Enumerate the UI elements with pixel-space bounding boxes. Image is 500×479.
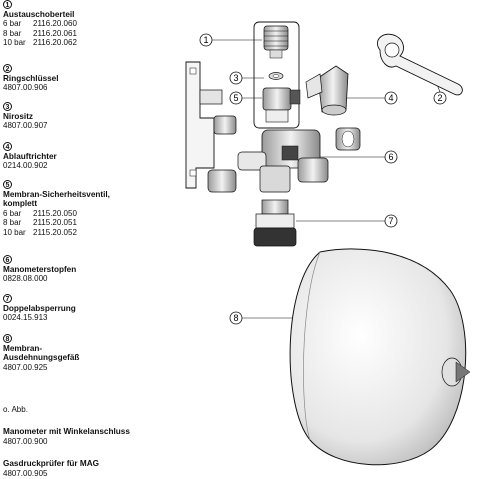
item-title: Ablauftrichter [3, 151, 57, 161]
pressure-label: 8 bar [3, 28, 22, 38]
callout-5: 5 [229, 91, 262, 105]
item-title: Ringschlüssel [3, 73, 59, 83]
double-shutoff-drawing [253, 199, 297, 247]
variant-row: 10 bar 2115.20.052 [3, 228, 173, 238]
callout-3: 3 [229, 71, 264, 85]
article-number: 2116.20.061 [33, 28, 77, 38]
legend-item-1: 1 Austauschoberteil 6 bar 2116.20.060 8 b… [3, 0, 173, 48]
item-title: Nirositz [3, 111, 34, 121]
legend-item-8: 8 Membran- Ausdehnungsgefäß 4807.00.925 [3, 334, 173, 372]
article-number: 4807.00.907 [3, 121, 48, 130]
pressure-label: 8 bar [3, 218, 22, 227]
exploded-parts-drawing: 1 2 3 4 5 6 7 8 [185, 21, 471, 466]
expansion-tank-drawing [289, 248, 471, 466]
extra-item-manometer: Manometer mit Winkelanschluss 4807.00.90… [3, 427, 173, 446]
legend-item-2: 2 Ringschlüssel 4807.00.906 [3, 64, 173, 93]
callout-number: 3 [233, 73, 238, 83]
article-number: 2115.20.052 [33, 227, 77, 237]
item-number-badge: 7 [3, 294, 12, 303]
item-title: Doppelabsperrung [3, 303, 76, 313]
item-number-badge: 2 [3, 64, 12, 73]
variant-row: 6 bar 2116.20.060 [3, 19, 173, 29]
legend-item-4: 4 Ablauftrichter 0214.00.902 [3, 142, 173, 171]
variant-row: 6 bar 2115.20.050 [3, 209, 173, 219]
ring-wrench-drawing [376, 33, 463, 96]
item-title: Membran- [3, 343, 43, 353]
item-number-badge: 3 [3, 102, 12, 111]
article-number: 0214.00.902 [3, 161, 48, 170]
legend-item-6: 6 Manometerstopfen 0828.08.000 [3, 255, 173, 284]
exchange-top-part-drawing [253, 21, 301, 129]
item-title: Membran-Sicherheitsventil, [3, 189, 110, 199]
callout-number: 2 [437, 93, 442, 103]
article-number: 2115.20.051 [33, 218, 77, 227]
callout-number: 7 [388, 216, 393, 226]
callout-1: 1 [199, 33, 262, 47]
article-number: 2115.20.050 [33, 208, 77, 218]
article-number: 2116.20.060 [33, 19, 77, 28]
item-title: Manometer mit Winkelanschluss [3, 427, 130, 436]
callout-number: 6 [388, 152, 393, 162]
drain-funnel-drawing [305, 65, 349, 116]
pressure-label: 6 bar [3, 19, 22, 28]
article-number: 4807.00.905 [3, 468, 48, 478]
article-number: 4807.00.925 [3, 362, 48, 372]
variant-row: 10 bar 2116.20.062 [3, 38, 173, 48]
item-title-continued: Ausdehnungsgefäß [3, 353, 80, 362]
legend-item-7: 7 Doppelabsperrung 0024.15.913 [3, 294, 173, 323]
callout-number: 4 [388, 93, 393, 103]
not-illustrated-note: o. Abb. [3, 405, 28, 414]
callout-number: 5 [233, 93, 238, 103]
pressure-label: 10 bar [3, 38, 26, 47]
legend-item-5: 5 Membran-Sicherheitsventil, komplett 6 … [3, 180, 173, 237]
callout-number: 8 [233, 313, 238, 323]
article-number: 2116.20.062 [33, 38, 77, 47]
article-number: 4807.00.906 [3, 83, 48, 92]
article-number: 4807.00.900 [3, 436, 48, 446]
item-title: Austauschoberteil [3, 9, 75, 19]
item-title: Gasdruckprüfer für MAG [3, 459, 99, 468]
pipe-fittings-drawing [207, 127, 361, 193]
pressure-label: 10 bar [3, 227, 26, 237]
item-number-badge: 8 [3, 334, 12, 343]
pressure-label: 6 bar [3, 208, 22, 218]
extra-item-gas-tester: Gasdruckprüfer für MAG 4807.00.905 [3, 459, 173, 478]
callout-number: 1 [203, 35, 208, 45]
variant-row: 8 bar 2116.20.061 [3, 29, 173, 39]
item-number-badge: 4 [3, 142, 12, 151]
callout-7: 7 [296, 214, 398, 228]
item-number-badge: 6 [3, 255, 12, 264]
variant-row: 8 bar 2115.20.051 [3, 218, 173, 228]
item-title: Manometerstopfen [3, 264, 77, 274]
item-number-badge: 5 [3, 180, 12, 189]
item-title-continued: komplett [3, 199, 38, 208]
item-number-badge: 1 [3, 0, 12, 9]
article-number: 0024.15.913 [3, 313, 48, 322]
callout-8: 8 [229, 311, 320, 325]
article-number: 0828.08.000 [3, 274, 48, 283]
wall-bracket-drawing [185, 61, 237, 189]
legend-item-3: 3 Nirositz 4807.00.907 [3, 102, 173, 131]
